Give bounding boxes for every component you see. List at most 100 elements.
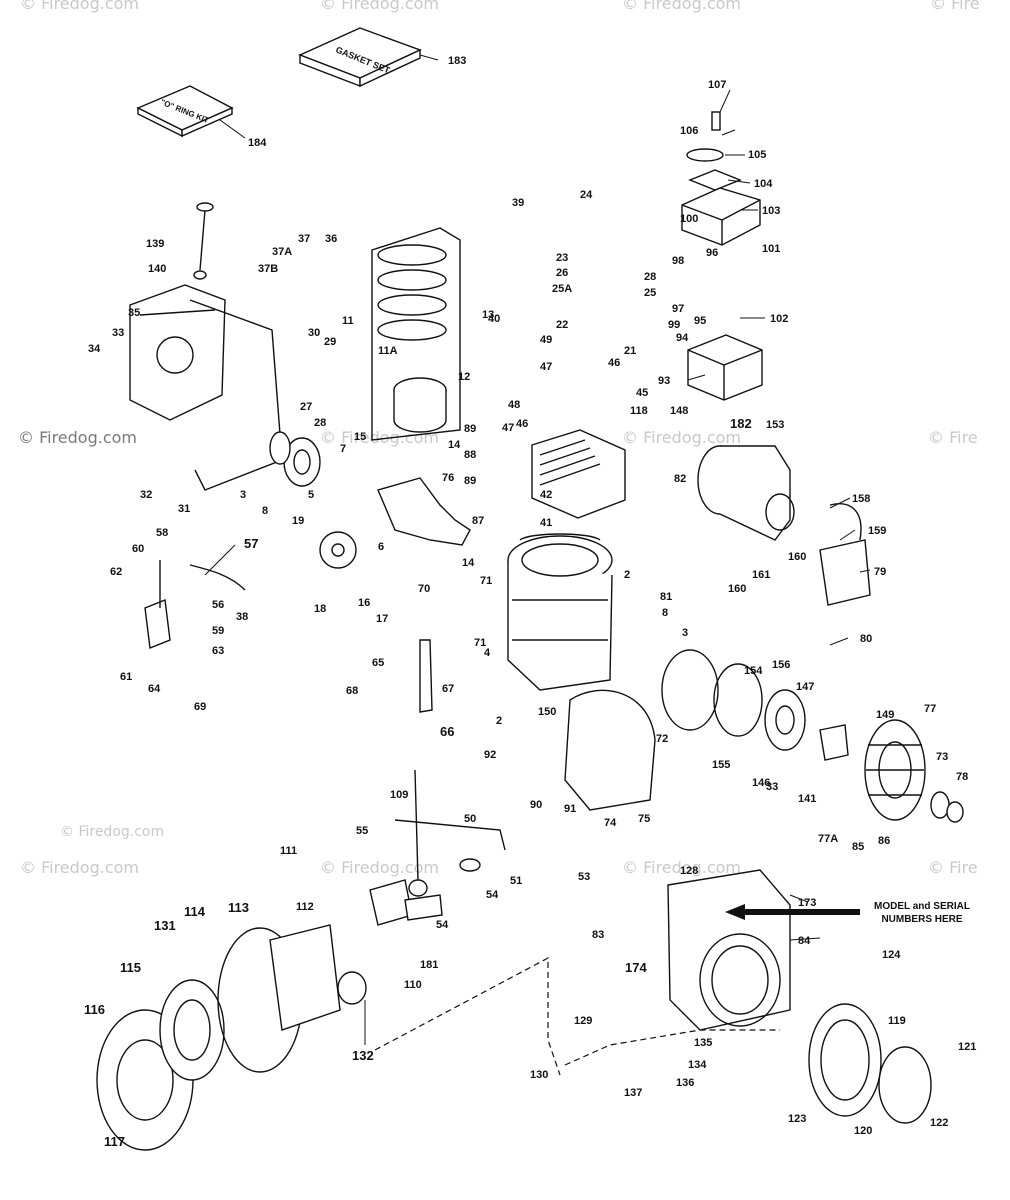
callout-134: 134 [688, 1059, 707, 1071]
callout-2b: 2 [496, 715, 502, 727]
callout-14a: 14 [448, 439, 461, 451]
callout-3b: 3 [682, 627, 688, 639]
gasket-set-box: GASKET SET [298, 27, 422, 88]
callout-147: 147 [796, 681, 814, 693]
callout-37b: 37B [258, 263, 278, 275]
callout-70: 70 [418, 583, 430, 595]
air-cleaner [96, 924, 367, 1151]
callout-99: 99 [668, 319, 680, 331]
callout-labels: 183 184 107 106 105 104 103 24 39 100 10… [84, 55, 976, 1149]
callout-39: 39 [512, 197, 524, 209]
callout-118: 118 [630, 405, 648, 417]
callout-93: 93 [658, 375, 670, 387]
callout-3a: 3 [240, 489, 246, 501]
callout-148: 148 [670, 405, 688, 417]
callout-28a: 28 [644, 271, 656, 283]
callout-56: 56 [212, 599, 224, 611]
callout-21: 21 [624, 345, 636, 357]
callout-74: 74 [604, 817, 617, 829]
watermark-top-3: © Firedog.com [622, 0, 741, 13]
callout-110: 110 [404, 979, 422, 991]
callout-27: 27 [300, 401, 312, 413]
callout-25: 25 [644, 287, 656, 299]
callout-112: 112 [296, 901, 314, 913]
watermark-low-2: © Firedog.com [320, 858, 439, 877]
callout-45: 45 [636, 387, 648, 399]
callout-40: 40 [488, 313, 500, 325]
callout-61: 61 [120, 671, 132, 683]
callout-183: 183 [448, 55, 466, 67]
callout-29: 29 [324, 336, 336, 348]
watermark-low-1: © Firedog.com [20, 858, 139, 877]
breather-cover [681, 111, 761, 246]
model-serial-note: MODEL and SERIAL NUMBERS HERE [852, 900, 992, 926]
callout-71b: 71 [474, 637, 486, 649]
watermark-top-1: © Firedog.com [20, 0, 139, 13]
callout-11: 11 [342, 315, 354, 327]
callout-161: 161 [752, 569, 770, 581]
callout-97: 97 [672, 303, 684, 315]
model-serial-arrow [725, 904, 860, 920]
callout-59: 59 [212, 625, 224, 637]
callout-38: 38 [236, 611, 248, 623]
callout-89a: 89 [464, 423, 476, 435]
model-serial-note-line1: MODEL and SERIAL [874, 901, 970, 912]
callout-37a: 37A [272, 246, 292, 258]
callout-36: 36 [325, 233, 337, 245]
callout-4: 4 [484, 647, 491, 659]
callout-109: 109 [390, 789, 408, 801]
callout-88: 88 [464, 449, 476, 461]
engine-block [507, 533, 613, 691]
watermark-small: © Firedog.com [60, 824, 165, 840]
leader-lines [204, 54, 871, 1045]
callout-53: 53 [578, 871, 590, 883]
cylinder-baffle [564, 689, 656, 811]
callout-35: 35 [128, 307, 140, 319]
callout-54b: 54 [436, 919, 449, 931]
callout-32: 32 [140, 489, 152, 501]
callout-124: 124 [882, 949, 901, 961]
callout-55: 55 [356, 825, 368, 837]
callout-69: 69 [194, 701, 206, 713]
dashed-guide [374, 957, 561, 1076]
callout-132: 132 [352, 1048, 374, 1063]
callout-11a: 11A [378, 345, 398, 357]
callout-8b: 8 [662, 607, 668, 619]
callout-137: 137 [624, 1087, 642, 1099]
carburetor [369, 769, 506, 926]
callout-17: 17 [376, 613, 388, 625]
callout-86: 86 [878, 835, 890, 847]
callout-100: 100 [680, 213, 698, 225]
callout-58: 58 [156, 527, 168, 539]
callout-92: 92 [484, 749, 496, 761]
watermark-top-2: © Firedog.com [320, 0, 439, 13]
callout-30: 30 [308, 327, 320, 339]
cam-gear [319, 531, 357, 569]
callout-6: 6 [378, 541, 384, 553]
callout-160a: 160 [788, 551, 806, 563]
callout-62: 62 [110, 566, 122, 578]
dashed-guide-2 [564, 1029, 780, 1066]
callout-46b: 46 [516, 418, 528, 430]
callout-184: 184 [248, 137, 267, 149]
callout-85: 85 [852, 841, 864, 853]
callout-129: 129 [574, 1015, 592, 1027]
callout-26: 26 [556, 267, 568, 279]
callout-154: 154 [744, 665, 763, 677]
callout-130: 130 [530, 1069, 548, 1081]
callout-34: 34 [88, 343, 101, 355]
callout-107: 107 [708, 79, 726, 91]
callout-77a: 77A [818, 833, 838, 845]
callout-33: 33 [112, 327, 124, 339]
bracket [419, 639, 433, 713]
callout-57: 57 [244, 536, 258, 551]
watermark-low-3: © Firedog.com [622, 858, 741, 877]
callout-7: 7 [340, 443, 346, 455]
watermark-mid-3: © Firedog.com [622, 428, 741, 447]
callout-95: 95 [694, 315, 706, 327]
callout-15: 15 [354, 431, 366, 443]
callout-71a: 71 [480, 575, 492, 587]
callout-131: 131 [154, 918, 176, 933]
callout-63: 63 [212, 645, 224, 657]
